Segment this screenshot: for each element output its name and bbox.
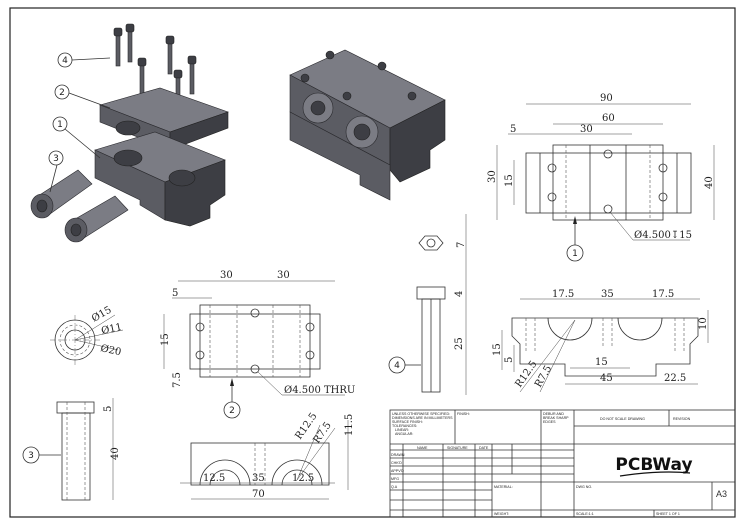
bolt-views: 7 4 25 4 xyxy=(388,214,467,395)
svg-text:DRAWN: DRAWN xyxy=(391,453,405,457)
svg-text:DWG NO.: DWG NO. xyxy=(576,485,592,489)
svg-text:3: 3 xyxy=(28,451,34,461)
svg-text:DATE: DATE xyxy=(479,446,489,450)
lower-base-part xyxy=(94,131,226,227)
sheet-border xyxy=(9,7,736,518)
svg-text:PCBWay: PCBWay xyxy=(615,455,692,475)
svg-text:30: 30 xyxy=(487,170,498,183)
exploded-isometric-view: 4 2 1 3 xyxy=(30,23,229,243)
svg-text:BREAK SHARP: BREAK SHARP xyxy=(543,416,569,420)
svg-text:Ø20: Ø20 xyxy=(99,343,122,358)
svg-text:40: 40 xyxy=(704,176,715,189)
balloon-2: 2 xyxy=(54,84,111,109)
svg-text:7: 7 xyxy=(456,242,467,248)
svg-text:25: 25 xyxy=(454,337,465,350)
svg-text:EDGES: EDGES xyxy=(543,420,556,424)
bushing-end-view: Ø15 Ø11 Ø20 xyxy=(50,305,123,365)
svg-text:45: 45 xyxy=(600,373,613,384)
svg-text:NAME: NAME xyxy=(417,446,428,450)
svg-text:11.5: 11.5 xyxy=(344,414,355,436)
svg-text:FINISH:: FINISH: xyxy=(457,412,470,416)
svg-text:5: 5 xyxy=(510,124,516,135)
part2-top-view: 30 30 5 15 7.5 Ø4.500 THRU 2 xyxy=(160,270,355,419)
svg-text:30: 30 xyxy=(220,270,233,281)
svg-text:ANGULAR:: ANGULAR: xyxy=(395,432,413,436)
svg-text:4: 4 xyxy=(62,56,68,66)
svg-text:5: 5 xyxy=(504,357,515,363)
svg-text:7.5: 7.5 xyxy=(172,372,183,388)
svg-text:Q.A: Q.A xyxy=(391,485,398,489)
svg-text:SURFACE FINISH:: SURFACE FINISH: xyxy=(392,420,423,424)
screws xyxy=(113,23,197,109)
svg-text:5: 5 xyxy=(103,406,114,412)
svg-text:30: 30 xyxy=(277,270,290,281)
svg-text:Ø4.500 THRU: Ø4.500 THRU xyxy=(284,385,355,396)
svg-text:SIGNATURE: SIGNATURE xyxy=(447,446,468,450)
svg-text:DEBUR AND: DEBUR AND xyxy=(543,412,564,416)
svg-text:1: 1 xyxy=(572,249,578,259)
svg-text:CHK'D: CHK'D xyxy=(391,461,402,465)
svg-text:TOLERANCES:: TOLERANCES: xyxy=(392,424,417,428)
svg-text:15: 15 xyxy=(160,333,171,346)
svg-text:30: 30 xyxy=(580,124,593,135)
svg-text:10: 10 xyxy=(698,317,709,330)
svg-text:12.5: 12.5 xyxy=(203,473,225,484)
svg-text:Ø4.500↧15: Ø4.500↧15 xyxy=(634,230,692,241)
svg-text:DO NOT SCALE DRAWING: DO NOT SCALE DRAWING xyxy=(600,417,645,421)
svg-text:17.5: 17.5 xyxy=(652,289,674,300)
svg-text:90: 90 xyxy=(600,93,613,104)
svg-text:3: 3 xyxy=(53,154,59,164)
svg-text:5: 5 xyxy=(172,288,178,299)
svg-text:MFG: MFG xyxy=(391,477,399,481)
svg-text:LINEAR:: LINEAR: xyxy=(395,428,409,432)
svg-text:SHEET 1 OF 1: SHEET 1 OF 1 xyxy=(656,512,680,516)
balloon-3: 3 xyxy=(48,150,64,193)
svg-text:4: 4 xyxy=(394,361,400,371)
svg-text:UNLESS OTHERWISE SPECIFIED:: UNLESS OTHERWISE SPECIFIED: xyxy=(392,412,450,416)
svg-text:Ø15: Ø15 xyxy=(90,305,114,325)
svg-text:REVISION: REVISION xyxy=(673,417,691,421)
svg-text:60: 60 xyxy=(602,113,615,124)
balloon-2-view: 2 xyxy=(223,401,241,419)
svg-text:SCALE:1:1: SCALE:1:1 xyxy=(576,512,594,516)
svg-text:WEIGHT:: WEIGHT: xyxy=(494,512,509,516)
svg-text:35: 35 xyxy=(252,473,265,484)
svg-text:2: 2 xyxy=(59,88,65,98)
balloon-4: 4 xyxy=(57,52,111,68)
svg-text:2: 2 xyxy=(229,406,235,416)
balloon-1: 1 xyxy=(52,116,101,159)
svg-text:22.5: 22.5 xyxy=(664,373,686,384)
svg-text:70: 70 xyxy=(252,489,265,500)
svg-text:40: 40 xyxy=(110,447,121,460)
pcbway-logo: PCBWay xyxy=(615,455,693,477)
balloon-3-view: 3 xyxy=(22,446,61,464)
svg-text:DIMENSIONS ARE IN MILLIMETERS: DIMENSIONS ARE IN MILLIMETERS xyxy=(392,416,453,420)
balloon-4-view: 4 xyxy=(388,356,421,374)
title-block: UNLESS OTHERWISE SPECIFIED: DIMENSIONS A… xyxy=(389,409,736,518)
bushing-side-view: 5 40 3 xyxy=(22,398,121,501)
svg-text:15: 15 xyxy=(492,343,503,356)
svg-text:1: 1 xyxy=(57,120,63,130)
svg-text:15: 15 xyxy=(595,357,608,368)
assembled-isometric-view xyxy=(289,49,446,201)
svg-text:4: 4 xyxy=(454,291,465,297)
svg-text:35: 35 xyxy=(601,289,614,300)
part1-top-view: 90 60 5 30 30 15 40 Ø4.500↧15 1 xyxy=(487,93,715,262)
svg-text:12.5: 12.5 xyxy=(292,473,314,484)
svg-text:15: 15 xyxy=(504,174,515,187)
sheet-size: A3 xyxy=(716,489,727,499)
balloon-1-top: 1 xyxy=(566,244,584,262)
bushings xyxy=(30,169,129,243)
svg-text:APPV'D: APPV'D xyxy=(391,469,404,473)
svg-text:Ø11: Ø11 xyxy=(100,322,123,337)
svg-text:MATERIAL:: MATERIAL: xyxy=(494,485,513,489)
svg-text:17.5: 17.5 xyxy=(552,289,574,300)
